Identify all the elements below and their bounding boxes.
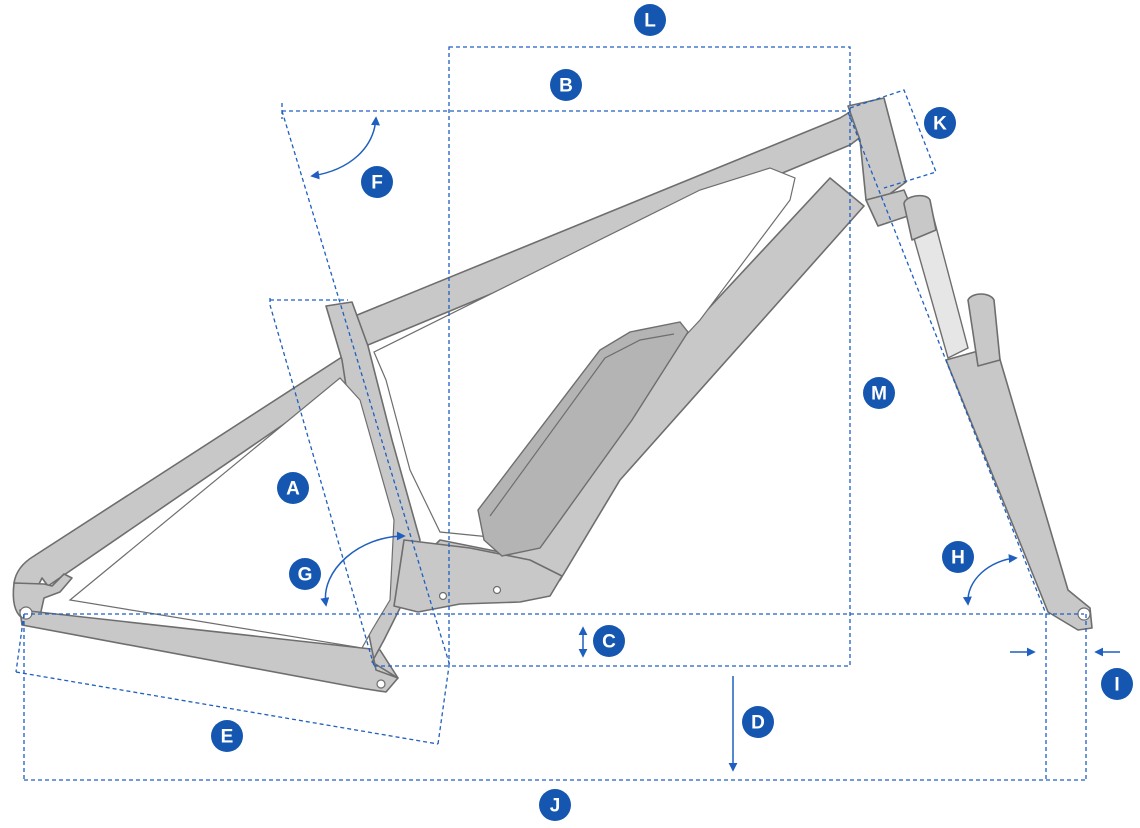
svg-text:L: L bbox=[644, 11, 656, 32]
motor-bolt-2 bbox=[492, 585, 502, 595]
head-tube-axis bbox=[847, 111, 1047, 615]
seat-tube-axis bbox=[281, 110, 451, 667]
dimension-arrows bbox=[310, 116, 1120, 772]
rear-axle bbox=[19, 606, 33, 620]
label-I: I bbox=[1101, 668, 1133, 700]
motor-bolt-1 bbox=[438, 591, 448, 601]
svg-text:A: A bbox=[286, 479, 300, 500]
label-J: J bbox=[539, 789, 571, 821]
label-A: A bbox=[277, 472, 309, 504]
label-B: B bbox=[550, 69, 582, 101]
chainstay-bolt bbox=[376, 679, 386, 689]
label-C: C bbox=[593, 625, 625, 657]
dimension-lines bbox=[15, 46, 1087, 781]
svg-text:M: M bbox=[871, 384, 887, 405]
chainstay-end-right bbox=[437, 665, 450, 745]
svg-text:K: K bbox=[933, 114, 947, 135]
svg-text:B: B bbox=[559, 76, 573, 97]
head-tube bbox=[847, 97, 907, 205]
seat-stay bbox=[13, 354, 361, 591]
label-G: G bbox=[289, 558, 321, 590]
head-tube-length-box bbox=[849, 89, 937, 189]
label-K: K bbox=[924, 107, 956, 139]
seat-angle-arrow bbox=[320, 531, 406, 607]
reach-stack-box bbox=[448, 46, 851, 667]
fork-arch bbox=[967, 293, 1001, 367]
battery bbox=[477, 321, 689, 557]
label-E: E bbox=[211, 720, 243, 752]
fork-lower-leg bbox=[945, 345, 1093, 631]
label-F: F bbox=[361, 166, 393, 198]
fork-top-cap bbox=[903, 194, 937, 241]
svg-text:F: F bbox=[371, 173, 383, 194]
head-angle-arrow bbox=[310, 116, 381, 180]
svg-text:I: I bbox=[1114, 675, 1119, 696]
chainstay-length-line bbox=[15, 671, 439, 745]
svg-text:E: E bbox=[221, 727, 234, 748]
svg-text:C: C bbox=[602, 632, 616, 653]
chain-stay bbox=[19, 609, 399, 693]
svg-text:D: D bbox=[751, 713, 765, 734]
head-tube-angle-arrow bbox=[962, 554, 1018, 606]
label-D: D bbox=[742, 706, 774, 738]
suspension-fork bbox=[865, 189, 1093, 631]
svg-text:H: H bbox=[951, 548, 965, 569]
label-L: L bbox=[634, 4, 666, 36]
chainstay-end-left bbox=[15, 613, 25, 673]
bike-frame bbox=[12, 97, 907, 693]
svg-text:G: G bbox=[298, 565, 313, 586]
battery-edge bbox=[489, 333, 675, 517]
svg-text:J: J bbox=[550, 796, 561, 817]
label-M: M bbox=[863, 377, 895, 409]
label-H: H bbox=[942, 541, 974, 573]
